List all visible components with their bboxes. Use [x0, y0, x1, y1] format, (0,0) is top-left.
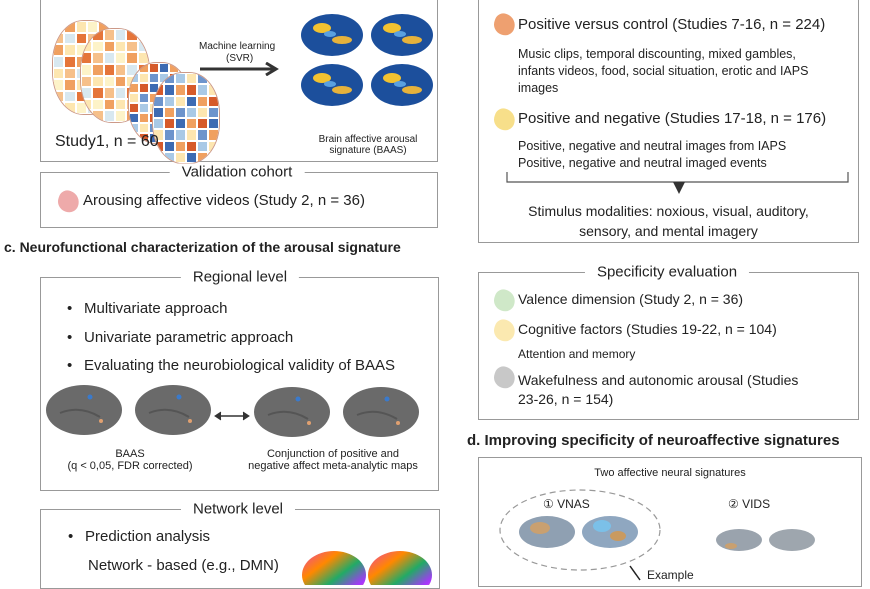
- baas-caption-line2: signature (BAAS): [329, 145, 407, 156]
- valence-label: Valence dimension (Study 2, n = 36): [518, 291, 744, 307]
- brain-map: [301, 64, 363, 106]
- study1-label: Study1, n = 60: [55, 133, 159, 150]
- arrow-right-icon: [200, 62, 279, 76]
- heatmap-slice: [152, 72, 220, 164]
- desc-line: infants videos, food, social situation, …: [518, 64, 809, 78]
- vnas-label: ① VNAS: [543, 497, 590, 511]
- specificity-box: [478, 272, 859, 420]
- network-title: Network level: [180, 500, 296, 518]
- desc-line: Positive, negative and neutral images fr…: [518, 139, 787, 153]
- grey-brain: [343, 387, 419, 437]
- caption-line: (q < 0,05, FDR corrected): [67, 460, 193, 472]
- panel-c-heading: c. Neurofunctional characterization of t…: [4, 239, 401, 255]
- positive-control-desc: Music clips, temporal discounting, mixed…: [518, 46, 808, 97]
- brain-map: [301, 14, 363, 56]
- regional-bullet: Evaluating the neurobiological validity …: [67, 357, 395, 374]
- network-sub: Network - based (e.g., DMN): [88, 557, 279, 574]
- attention-note: Attention and memory: [518, 347, 636, 361]
- vnas-brain-maps: [519, 516, 638, 548]
- positive-negative-desc: Positive, negative and neutral images fr…: [518, 138, 786, 172]
- wakefulness-label: Wakefulness and autonomic arousal (Studi…: [518, 371, 798, 409]
- grey-brain: [46, 385, 122, 435]
- desc-line: Music clips, temporal discounting, mixed…: [518, 47, 796, 61]
- ml-label: Machine learning: [199, 41, 276, 52]
- double-arrow-icon: [214, 411, 250, 421]
- example-pointer-line: [629, 565, 641, 581]
- vnas-dashed-ellipse: [499, 489, 661, 571]
- baas-caption-line1: Brain affective arousal: [318, 134, 418, 145]
- panel-d-heading: d. Improving specificity of neuroaffecti…: [467, 432, 840, 449]
- network-bullet: Prediction analysis: [68, 528, 210, 545]
- specificity-title: Specificity evaluation: [584, 263, 750, 281]
- modalities-line: Stimulus modalities: noxious, visual, au…: [528, 203, 809, 219]
- cognitive-label: Cognitive factors (Studies 19-22, n = 10…: [518, 321, 777, 337]
- desc-line: images: [518, 81, 559, 95]
- network-brain-maps: [302, 551, 432, 585]
- regional-bullet: Univariate parametric approach: [67, 329, 293, 346]
- caption-line: BAAS: [115, 448, 145, 460]
- wakefulness-line2: 23-26, n = 154): [518, 391, 614, 407]
- generalization-box: [478, 0, 859, 243]
- desc-line: Positive, negative and neutral imaged ev…: [518, 156, 767, 170]
- grey-brain: [254, 387, 330, 437]
- bracket-arrow-icon: [506, 172, 849, 194]
- validation-title: Validation cohort: [169, 163, 305, 181]
- vids-label: ② VIDS: [728, 497, 771, 511]
- caption-line: negative affect meta-analytic maps: [248, 460, 418, 472]
- positive-control-label: Positive versus control (Studies 7-16, n…: [518, 16, 826, 33]
- brain-map: [371, 14, 433, 56]
- regional-bullet: Multivariate approach: [67, 300, 227, 317]
- regional-title: Regional level: [180, 268, 300, 286]
- example-label: Example: [647, 568, 694, 582]
- grey-brain: [135, 385, 211, 435]
- wakefulness-line1: Wakefulness and autonomic arousal (Studi…: [518, 372, 799, 388]
- positive-negative-label: Positive and negative (Studies 17-18, n …: [518, 110, 827, 127]
- modalities-line: sensory, and mental imagery: [579, 223, 758, 239]
- vids-brain-maps: [716, 529, 815, 551]
- signatures-subtitle: Two affective neural signatures: [594, 467, 746, 479]
- baas-caption-c: BAAS(q < 0,05, FDR corrected): [50, 448, 210, 472]
- brain-map: [371, 64, 433, 106]
- caption-line: Conjunction of positive and: [266, 448, 400, 460]
- stimulus-modalities: Stimulus modalities: noxious, visual, au…: [478, 201, 859, 241]
- validation-item: Arousing affective videos (Study 2, n = …: [83, 192, 365, 209]
- ml-sub: (SVR): [226, 53, 254, 64]
